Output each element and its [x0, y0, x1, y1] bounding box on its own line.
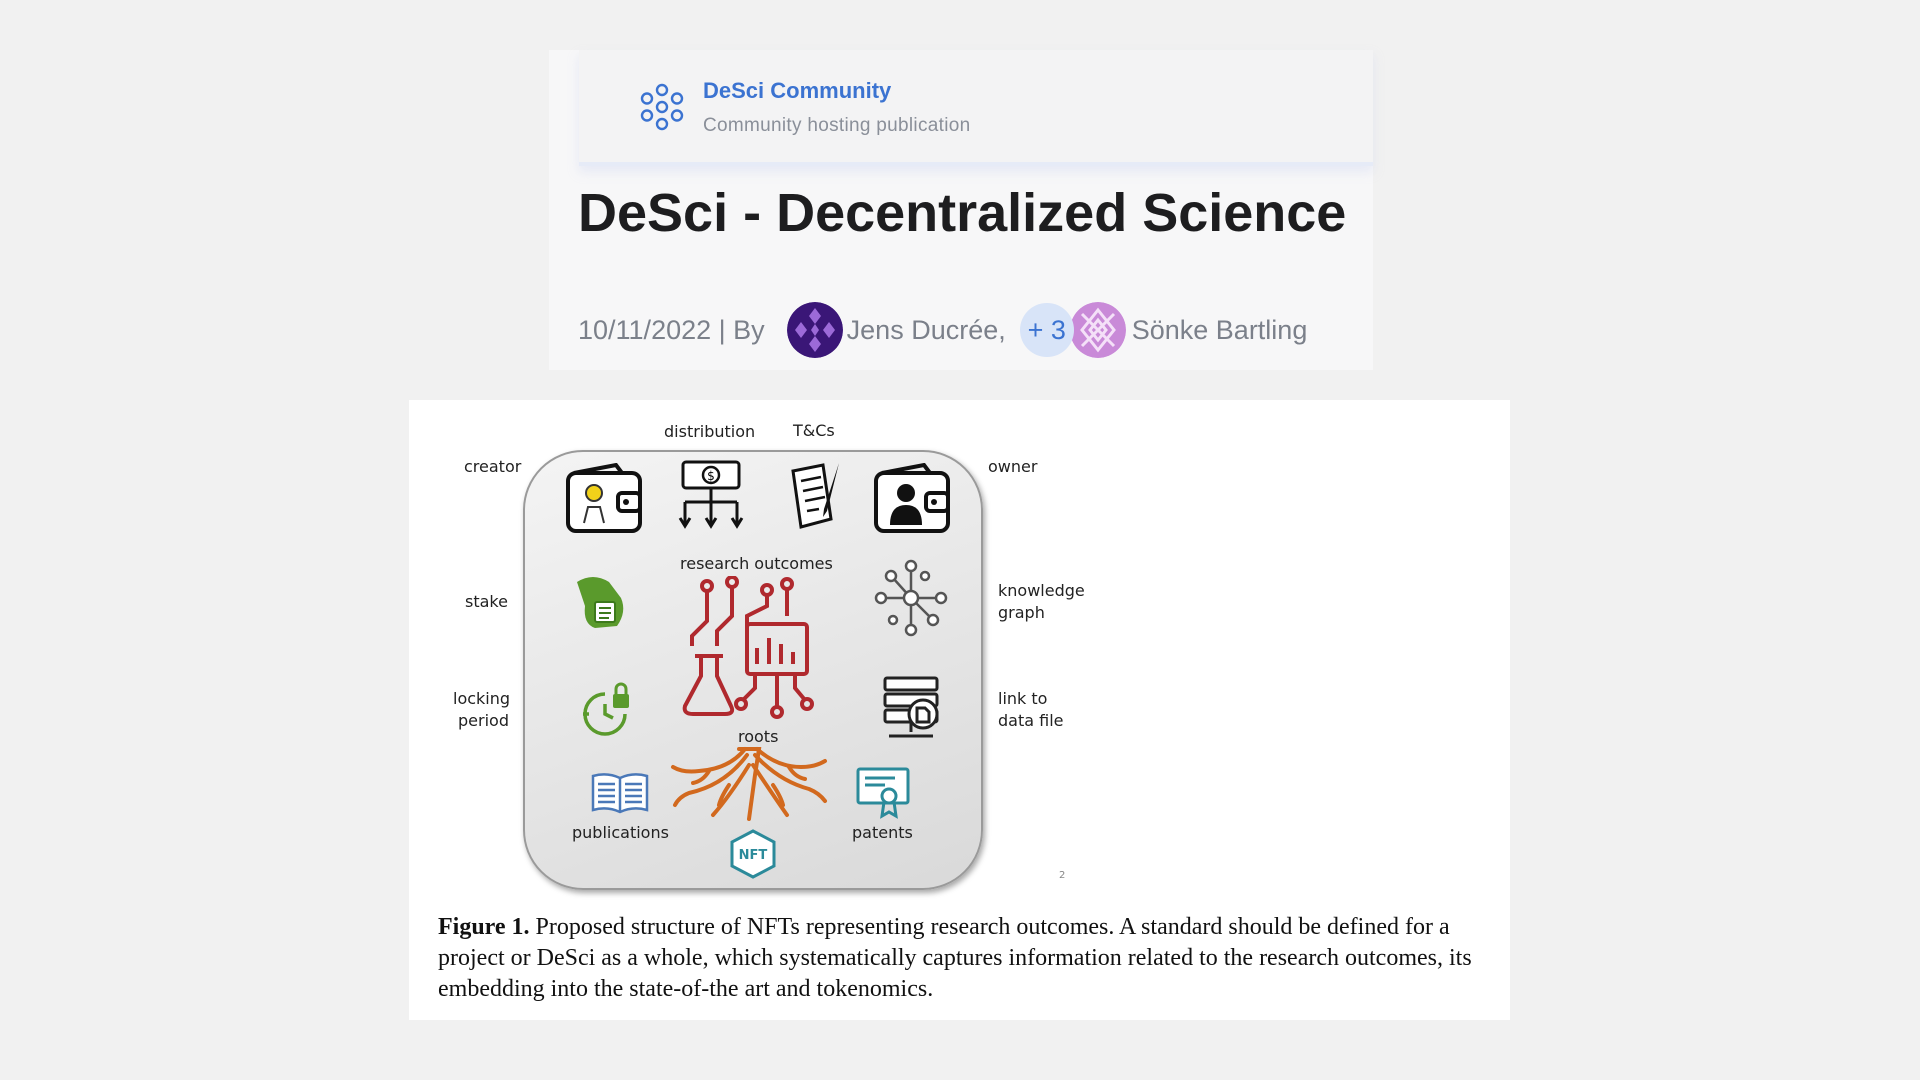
label-data-file: data file [998, 711, 1064, 730]
figure-caption-text: Proposed structure of NFTs representing … [438, 914, 1472, 1002]
roots-icon [671, 747, 827, 821]
label-locking: locking [453, 689, 511, 708]
label-owner: owner [988, 457, 1038, 476]
label-knowledge: knowledge [998, 581, 1085, 600]
community-subtitle: Community hosting publication [703, 115, 971, 136]
label-link-to: link to [998, 689, 1048, 708]
owner-wallet-icon [874, 463, 950, 533]
atom-network-icon [640, 83, 684, 131]
label-roots: roots [738, 727, 779, 746]
stake-hand-icon [577, 577, 624, 628]
avatar[interactable] [1069, 302, 1126, 358]
community-banner[interactable]: DeSci Community Community hosting public… [579, 50, 1373, 166]
creator-wallet-icon [566, 463, 642, 533]
label-research-outcomes: research outcomes [680, 554, 833, 573]
label-distribution: distribution [664, 422, 756, 441]
nft-hexagon-icon: NFT [730, 829, 776, 879]
author-name[interactable]: Sönke Bartling [1131, 314, 1308, 345]
figure-caption: Figure 1. Proposed structure of NFTs rep… [438, 912, 1510, 1005]
avatar[interactable] [786, 302, 843, 358]
label-tcs: T&Cs [793, 421, 835, 440]
distribution-money-icon: $ [678, 460, 744, 529]
publication-meta: 10/11/2022 | By Jens Ducrée, + 3 Sönke B… [578, 300, 1307, 360]
figure-panel: distribution T&Cs creator owner stake kn… [409, 400, 1510, 1020]
publications-book-icon [591, 773, 649, 814]
label-creator: creator [464, 457, 522, 476]
publication-header-card: DeSci Community Community hosting public… [549, 50, 1373, 370]
community-name[interactable]: DeSci Community [703, 78, 892, 103]
page-title: DeSci - Decentralized Science [578, 183, 1347, 243]
page-mark: 2 [1059, 870, 1066, 881]
lock-timer-icon [583, 682, 629, 736]
label-graph: graph [998, 603, 1045, 622]
knowledge-graph-icon [874, 559, 948, 637]
author-name[interactable]: Jens Ducrée, [846, 314, 1006, 345]
label-stake: stake [465, 592, 508, 611]
svg-text:NFT: NFT [739, 848, 768, 863]
more-authors-badge[interactable]: + 3 [1019, 303, 1074, 357]
label-patents: patents [852, 823, 913, 842]
figure-caption-label: Figure 1. [438, 914, 530, 940]
terms-document-icon [791, 463, 839, 529]
data-server-icon [883, 676, 939, 738]
research-outcomes-icon [682, 576, 814, 719]
label-publications: publications [572, 823, 669, 842]
svg-text:$: $ [707, 469, 715, 483]
patent-certificate-icon [856, 767, 910, 819]
label-period: period [458, 711, 509, 730]
publication-date: 10/11/2022 | By [578, 314, 765, 345]
